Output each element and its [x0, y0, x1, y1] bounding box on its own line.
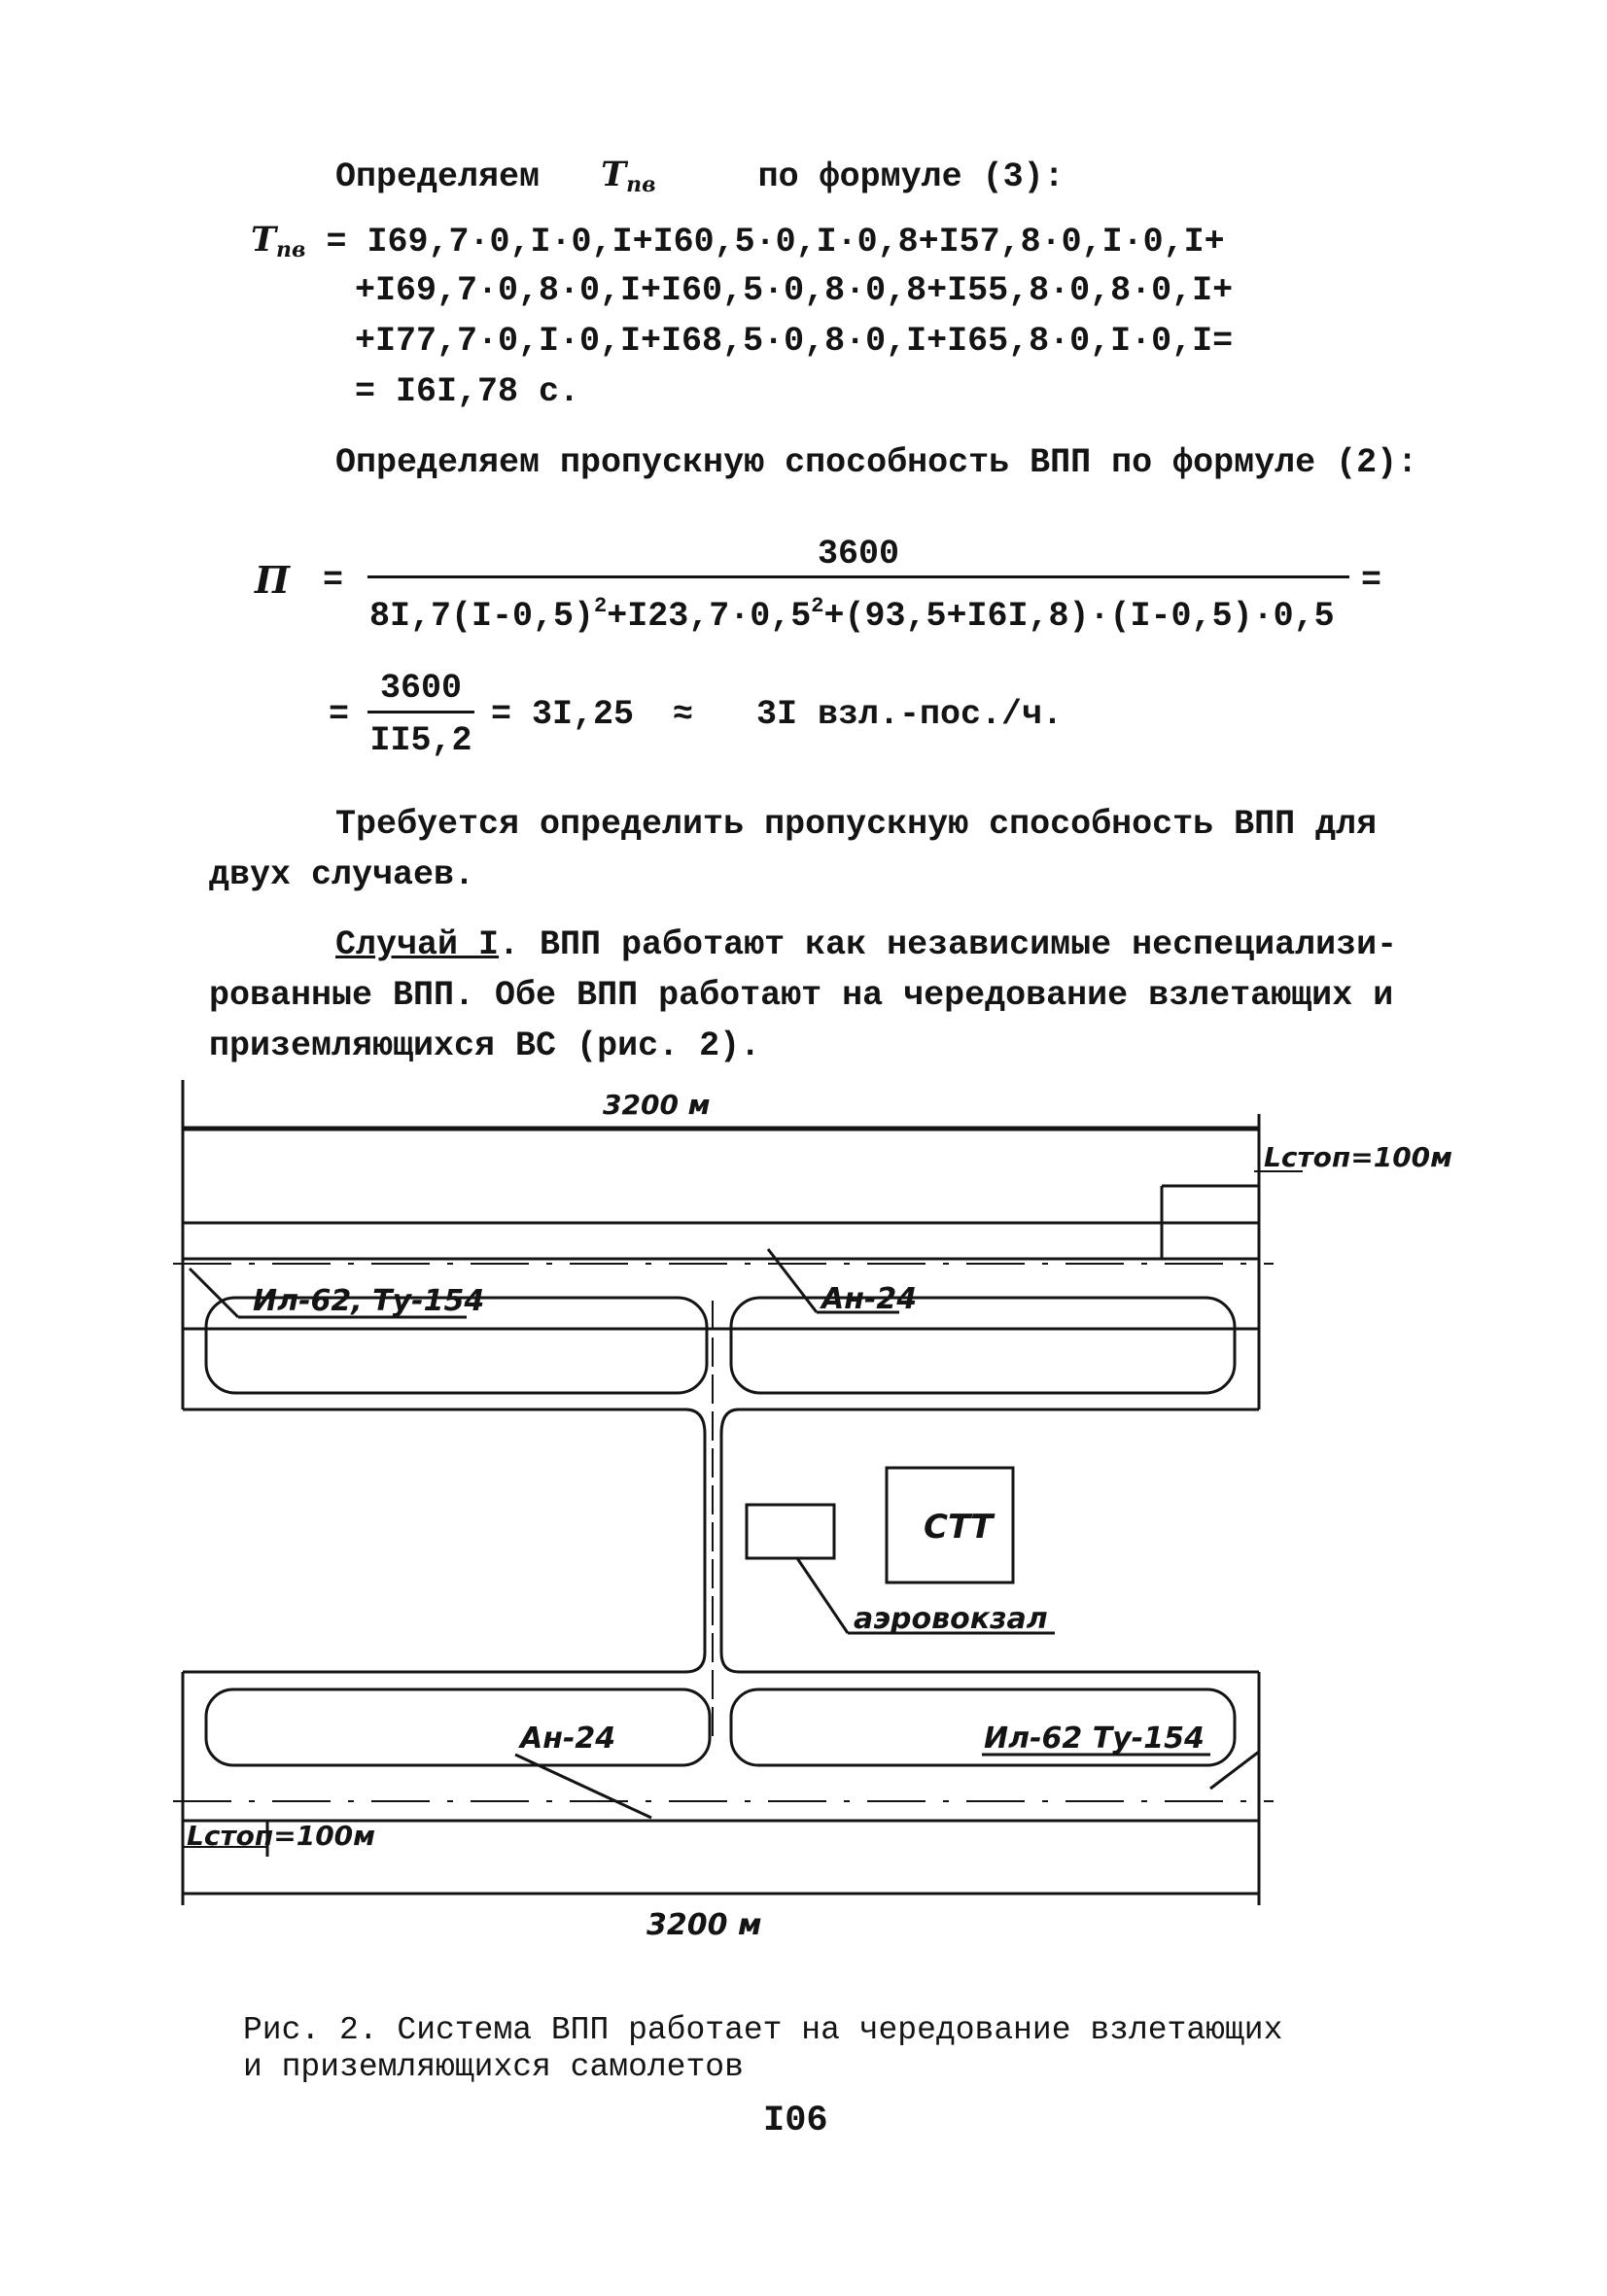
formula-p-line2-final: 3I взл.-пос./ч.	[756, 695, 1064, 734]
tpv-symbol: Tпв	[601, 155, 656, 197]
an24-top-label: Ан-24	[820, 1282, 917, 1316]
il62-tu154-top-label: Ил-62, Ту-154	[253, 1284, 484, 1318]
formula-p-intro: Определяем пропускную способность ВПП по…	[335, 443, 1418, 482]
task-line-2: двух случаев.	[209, 855, 475, 894]
top-length-label: 3200 м	[603, 1089, 711, 1121]
an24-bottom-label: Ан-24	[518, 1722, 615, 1756]
runway-diagram: 3200 м Lстоп=100м Ил-62, Ту-154 Ан-24 СТ…	[173, 1080, 1452, 1942]
il62-tu154-bottom-label: Ил-62 Ту-154	[984, 1722, 1205, 1756]
case1-label: Случай I	[335, 925, 500, 964]
figure-caption-line-2: и приземляющихся самолетов	[243, 2049, 744, 2085]
case1-line-3: приземляющихся ВС (рис. 2).	[209, 1026, 761, 1065]
formula-tpv-line-1: Tпв = I69,7·0,I·0,I+I60,5·0,I·0,8+I57,8·…	[251, 220, 1225, 262]
top-lstop-label: Lстоп=100м	[1264, 1141, 1452, 1173]
formula-tpv-intro: Определяем Tпв по формуле (3):	[335, 154, 1065, 206]
formula-p-line2-numerator: 3600	[379, 669, 462, 708]
formula-tpv-line-2: +I69,7·0,8·0,I+I60,5·0,8·0,8+I55,8·0,8·0…	[355, 271, 1234, 310]
figure-caption-line-1: Рис. 2. Система ВПП работает на чередова…	[243, 2012, 1283, 2048]
bottom-length-label: 3200 м	[646, 1908, 761, 1942]
formula-p-denominator: 8I,7(I-0,5)2+I23,7·0,52+(93,5+I6I,8)·(I-…	[369, 594, 1335, 636]
tpv-lhs: Tпв	[251, 220, 306, 262]
terminal-label: аэровокзал	[854, 1602, 1048, 1636]
page-number: I06	[763, 2101, 828, 2141]
formula-p-fraction-bar	[367, 575, 1349, 578]
task-line-1: Требуется определить пропускную способно…	[335, 805, 1378, 844]
formula-p-eq: =	[323, 561, 344, 600]
formula-p-line2-eq: =	[329, 695, 350, 734]
case1-line-2: рованные ВПП. Обе ВПП работают на чередо…	[209, 976, 1394, 1015]
formula-p-line2-denominator: II5,2	[369, 721, 472, 760]
formula-p-line2-result: = 3I,25	[491, 695, 635, 734]
formula-tpv-line-3: +I77,7·0,I·0,I+I68,5·0,8·0,I+I65,8·0,I·0…	[355, 322, 1234, 361]
bottom-lstop-label: Lстоп=100м	[187, 1820, 375, 1852]
formula-p-numerator: 3600	[817, 535, 899, 574]
formula-tpv-line-4: = I6I,78 с.	[355, 372, 580, 411]
case1-line-1: Случай I. ВПП работают как независимые н…	[335, 925, 1398, 964]
stt-label: СТТ	[924, 1508, 996, 1547]
intro-prefix: Определяем	[335, 157, 541, 196]
formula-p-lhs: П	[255, 558, 290, 602]
formula-p-line2-approx: ≈	[673, 695, 694, 734]
intro-suffix: по формуле (3):	[757, 157, 1065, 196]
formula-p-line2-fraction-bar	[367, 711, 474, 713]
formula-p-eq-end: =	[1361, 561, 1382, 600]
